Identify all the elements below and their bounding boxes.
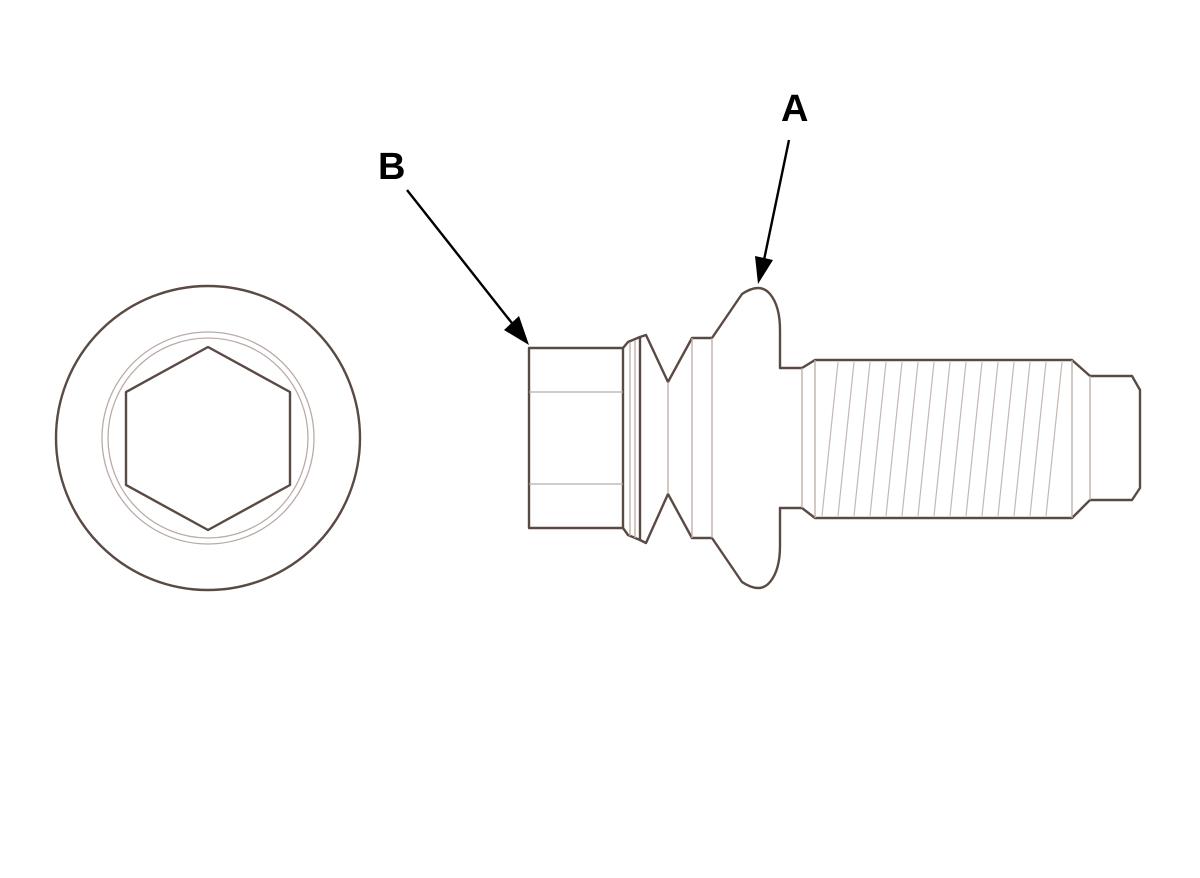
thread-line <box>1045 361 1063 517</box>
thread-line <box>1013 361 1031 517</box>
bolt-end-view <box>54 284 362 592</box>
bolt-head-hex <box>527 346 625 530</box>
callout-label-a: A <box>781 88 809 130</box>
bolt-side-view <box>527 286 1142 590</box>
callout-a-leader <box>755 139 791 284</box>
v-groove-top <box>638 286 782 384</box>
thread-line <box>853 361 871 517</box>
thread-line <box>917 361 935 517</box>
v-groove-bottom <box>638 492 782 590</box>
thread-line <box>821 361 839 517</box>
callout-b-leader <box>406 189 529 345</box>
thread-lines <box>821 361 1063 517</box>
callout-label-b: B <box>378 146 406 188</box>
thread-line <box>869 361 887 517</box>
hex-socket <box>124 345 292 532</box>
thread-line <box>837 361 855 517</box>
thread-line <box>949 361 967 517</box>
head-collar <box>621 335 642 542</box>
bolt-head-inner-ring-2 <box>107 337 309 539</box>
thread-line <box>901 361 919 517</box>
thread-line <box>965 361 983 517</box>
bolt-head-inner-ring <box>101 331 315 545</box>
thread-line <box>997 361 1015 517</box>
thread-line <box>981 361 999 517</box>
neck <box>778 358 1142 520</box>
thread-line <box>1029 361 1047 517</box>
thread-line <box>933 361 951 517</box>
thread-line <box>885 361 903 517</box>
bolt-head-outer-circle <box>54 284 362 592</box>
